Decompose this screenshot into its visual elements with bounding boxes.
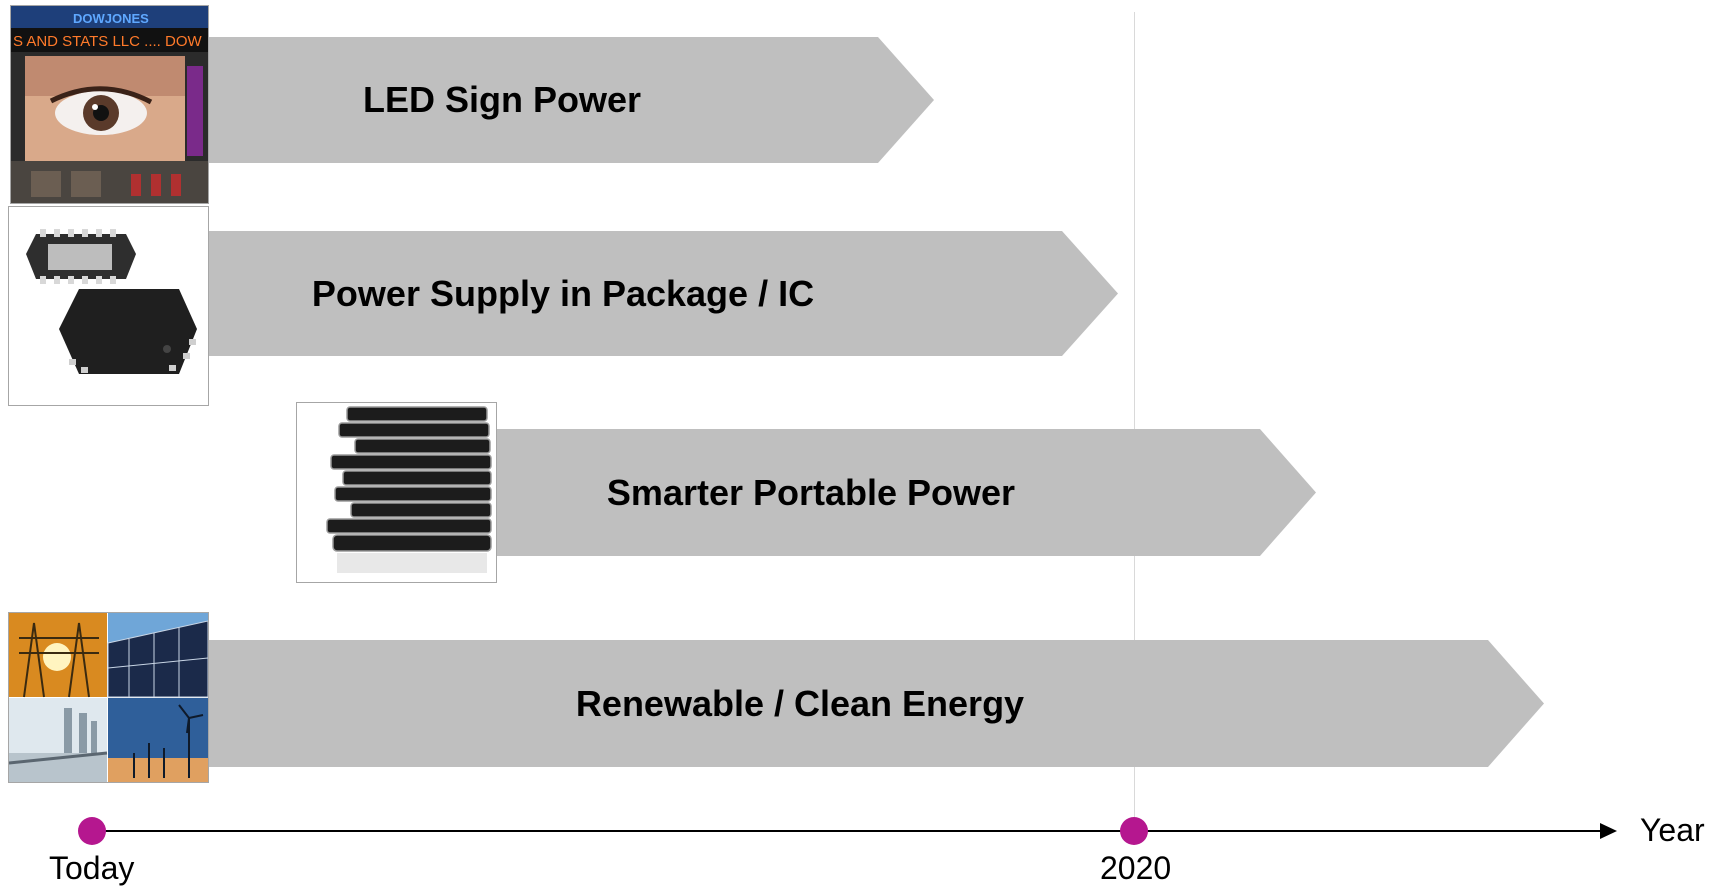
arrow-label-led-sign-power: LED Sign Power <box>362 79 642 120</box>
arrow-smarter-portable-power <box>488 429 1316 556</box>
year-2020-label: 2020 <box>1100 850 1172 886</box>
billboard-brand-text: DOWJONES <box>73 11 149 26</box>
arrow-led-sign-power <box>208 37 934 163</box>
led-billboard-image: DOWJONES S AND STATS LLC .... DOW <box>10 5 209 204</box>
today-label: Today <box>49 850 135 886</box>
ic-chip-image <box>8 206 209 406</box>
arrow-renewable-clean-energy <box>208 640 1544 767</box>
year-axis-label: Year <box>1640 812 1705 848</box>
arrow-power-supply-in-package <box>208 231 1118 356</box>
year-2020-marker <box>1120 817 1148 845</box>
timeline-axis <box>92 830 1600 832</box>
billboard-ticker-text: S AND STATS LLC .... DOW <box>13 33 202 50</box>
year-2020-divider <box>1134 12 1135 827</box>
phone-stack-image <box>296 402 497 583</box>
energy-collage-image <box>8 612 209 783</box>
arrow-label-power-supply-in-package: Power Supply in Package / IC <box>311 273 815 314</box>
timeline-arrowhead-icon <box>1600 823 1617 839</box>
arrow-label-renewable-clean-energy: Renewable / Clean Energy <box>575 683 1025 724</box>
today-marker <box>78 817 106 845</box>
arrow-label-smarter-portable-power: Smarter Portable Power <box>606 472 1016 513</box>
